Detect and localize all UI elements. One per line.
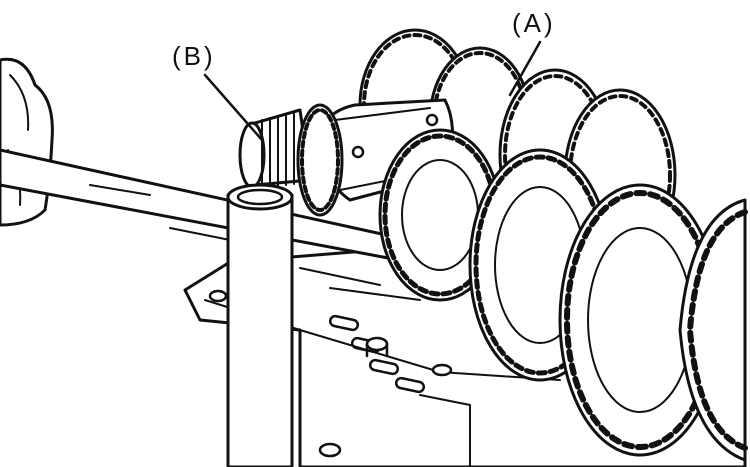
leader-line-a	[508, 40, 542, 97]
housing-slots	[328, 314, 426, 394]
leader-lines	[203, 40, 542, 142]
callout-label-a: (A)	[512, 8, 556, 38]
leader-line-b	[203, 73, 264, 142]
gear-front-4	[678, 198, 748, 462]
housing-bolts	[208, 289, 453, 458]
gear-cluster	[318, 28, 748, 462]
callout-label-b: (B)	[172, 41, 216, 71]
hand	[0, 57, 54, 227]
support-pipe	[226, 183, 294, 467]
